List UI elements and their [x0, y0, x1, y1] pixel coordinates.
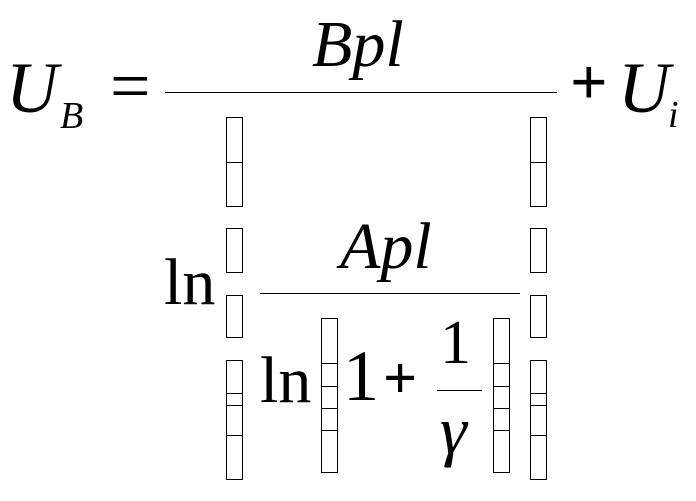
one: 1: [343, 336, 379, 416]
bracket-segment-divider: [531, 393, 546, 394]
bracket-segment-divider: [494, 430, 509, 431]
plus-sign: +: [570, 46, 608, 119]
outer-bracket-left-upper: [226, 228, 243, 273]
bracket-segment-divider: [494, 408, 509, 409]
bracket-segment-divider: [494, 363, 509, 364]
outer-bracket-right-lower: [530, 295, 547, 338]
outer-bracket-right-upper: [530, 228, 547, 273]
outer-bracket-right-bottom: [530, 360, 547, 480]
small-frac-denominator: γ: [440, 392, 467, 468]
rhs-symbol: U: [618, 48, 670, 128]
inner-numerator: Apl: [340, 210, 432, 283]
bracket-segment-divider: [227, 393, 242, 394]
bracket-segment-divider: [227, 162, 242, 163]
bracket-segment-divider: [227, 405, 242, 406]
inner-bracket-right: [493, 318, 510, 473]
outer-bracket-left-top: [226, 117, 243, 207]
lhs-symbol: U: [6, 48, 58, 128]
inner-bracket-left: [321, 318, 338, 473]
plus-inner: +: [383, 345, 418, 411]
equals-sign: =: [110, 46, 151, 126]
main-fraction-bar: [165, 92, 557, 93]
outer-bracket-left-bottom: [226, 360, 243, 480]
bracket-segment-divider: [494, 386, 509, 387]
small-frac-numerator: 1: [440, 309, 471, 377]
bracket-segment-divider: [322, 430, 337, 431]
bracket-segment-divider: [322, 408, 337, 409]
inner-fraction-bar: [260, 293, 520, 294]
bracket-segment-divider: [531, 162, 546, 163]
rhs-subscript: i: [668, 94, 679, 136]
bracket-segment-divider: [227, 435, 242, 436]
bracket-segment-divider: [531, 435, 546, 436]
bracket-segment-divider: [531, 405, 546, 406]
lhs-subscript: B: [60, 95, 84, 137]
outer-bracket-right-top: [530, 117, 547, 207]
small-fraction-bar: [437, 390, 482, 391]
ln-inner: ln: [260, 344, 312, 417]
ln-outer: ln: [164, 246, 216, 319]
outer-bracket-left-lower: [226, 295, 243, 338]
bracket-segment-divider: [322, 363, 337, 364]
numerator: Bpl: [312, 8, 404, 81]
bracket-segment-divider: [322, 386, 337, 387]
